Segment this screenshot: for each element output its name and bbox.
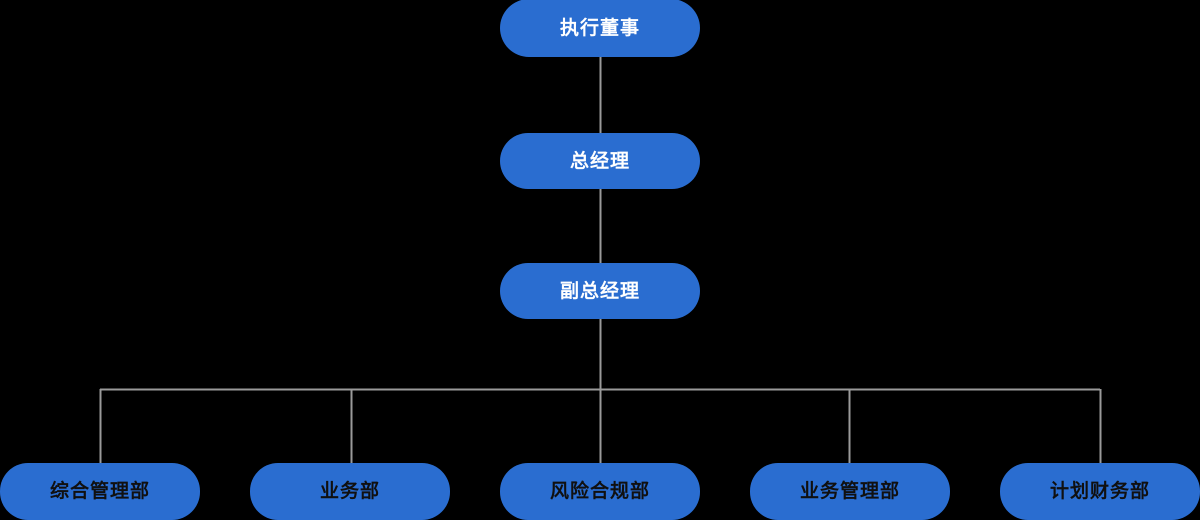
node-exec-director[interactable]: 执行董事	[500, 0, 700, 57]
node-general-manager[interactable]: 总经理	[500, 133, 700, 189]
node-dept-risk-compliance[interactable]: 风险合规部	[500, 463, 700, 520]
node-label-dept-business: 业务部	[319, 481, 380, 502]
node-dept-business-management[interactable]: 业务管理部	[750, 463, 950, 520]
node-label-dept-planning-finance: 计划财务部	[1049, 481, 1150, 502]
node-dept-business[interactable]: 业务部	[250, 463, 450, 520]
node-deputy-general-manager[interactable]: 副总经理	[500, 263, 700, 319]
node-label-dept-risk-compliance: 风险合规部	[549, 481, 650, 502]
node-label-dept-business-management: 业务管理部	[799, 481, 900, 502]
node-label-exec-director: 执行董事	[559, 17, 640, 39]
node-label-general-manager: 总经理	[569, 150, 630, 172]
node-dept-planning-finance[interactable]: 计划财务部	[1000, 463, 1200, 520]
node-label-dept-general-admin: 综合管理部	[49, 481, 150, 502]
node-dept-general-admin[interactable]: 综合管理部	[0, 463, 200, 520]
node-label-deputy-general-manager: 副总经理	[559, 280, 640, 302]
